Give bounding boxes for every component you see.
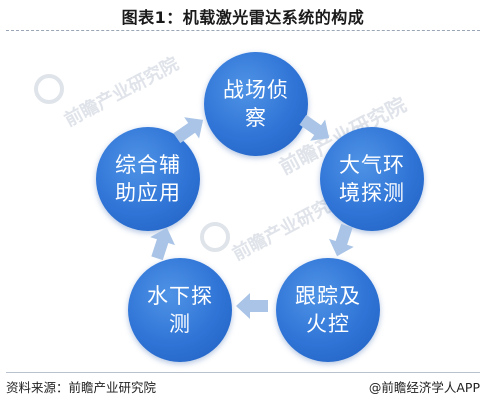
arrow-icon [150,227,175,261]
arrow-icon [329,223,354,257]
watermark-logo-icon [34,74,64,104]
node-battlefield-reconnaissance: 战场侦察 [204,52,308,156]
node-label: 跟踪及火控 [295,284,361,336]
node-atmospheric-detection: 大气环境探测 [320,127,424,231]
arrow-icon [299,114,330,141]
node-label: 水下探测 [147,284,213,336]
arrow-icon [173,117,204,144]
node-tracking-fire-control: 跟踪及火控 [276,258,380,362]
node-label: 大气环境探测 [339,153,405,205]
footer-divider [6,372,480,373]
node-label: 战场侦察 [223,78,289,130]
source-note: 资料来源：前瞻产业研究院 [6,380,157,395]
diagram-title: 图表1：机载激光雷达系统的构成 [121,8,365,27]
node-underwater-detection: 水下探测 [128,258,232,362]
watermark-logo-icon [200,222,230,252]
arrow-icon [236,293,268,319]
title-divider [6,30,480,31]
node-label: 综合辅助应用 [115,153,181,205]
node-integrated-support: 综合辅助应用 [96,127,200,231]
watermark-text: 前瞻产业研究院 [61,53,183,132]
brand-credit: @前瞻经济学人APP [368,380,480,395]
